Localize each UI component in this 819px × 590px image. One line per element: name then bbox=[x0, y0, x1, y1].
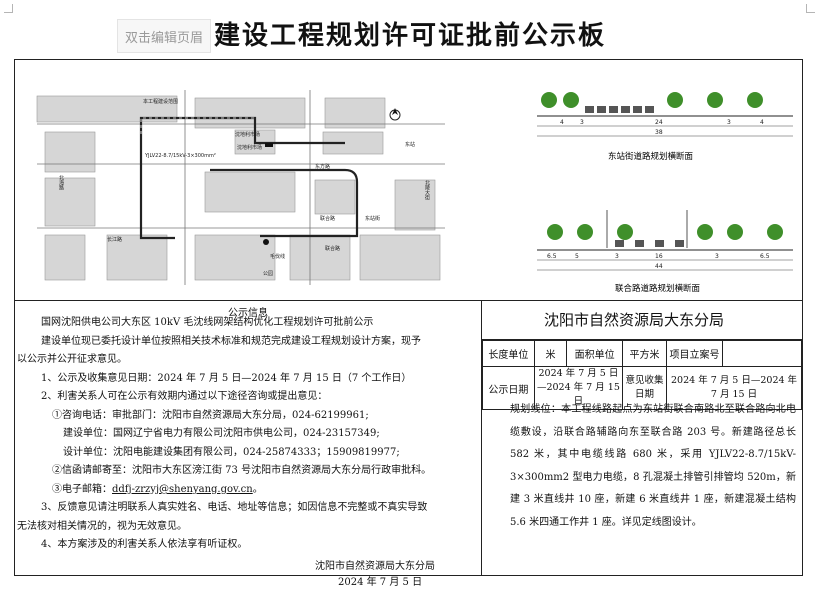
cross-section-upper: 4 3 24 3 4 38 东站街道路规划横断面 bbox=[537, 92, 793, 162]
map-label: 联合路 bbox=[320, 215, 335, 222]
notice-project: 国网沈阳供电公司大东区 10kV 毛沈线网架结构优化工程规划许可批前公示 bbox=[41, 317, 374, 328]
project-id-label: 项目立案号 bbox=[666, 340, 723, 367]
svg-text:3: 3 bbox=[580, 119, 584, 126]
section-caption-lower: 联合路道路规划横断面 bbox=[615, 283, 701, 294]
svg-text:3: 3 bbox=[715, 253, 719, 260]
area-unit-value: 平方米 bbox=[622, 340, 668, 367]
contact-designer: 设计单位：沈阳电能建设集团有限公司，024-25874333；159098199… bbox=[63, 447, 400, 458]
section-caption-upper: 东站街道路规划横断面 bbox=[608, 151, 694, 162]
project-id-value bbox=[721, 340, 803, 367]
map-label: 沈地利市场 bbox=[237, 144, 262, 151]
publish-date-value: 2024 年 7 月 5 日—2024 年 7 月 15 日 bbox=[533, 366, 624, 410]
map-label: 东站街 bbox=[365, 215, 380, 222]
map-label: YJLV22-8.7/15kV-3×300mm² bbox=[144, 153, 216, 159]
signature-date: 2024 年 7 月 5 日 bbox=[338, 577, 423, 588]
email-link[interactable]: ddfj-zrzyj@shenyang.gov.cn bbox=[112, 484, 253, 495]
svg-text:5: 5 bbox=[575, 253, 579, 260]
cable-route bbox=[139, 116, 359, 240]
svg-text:6.5: 6.5 bbox=[760, 253, 770, 260]
svg-text:4: 4 bbox=[760, 119, 764, 126]
email-label: ③电子邮箱： bbox=[52, 484, 112, 495]
notice-item-4: 4、本方案涉及的利害关系人依法享有听证权。 bbox=[41, 539, 248, 550]
notice-item-3-cont: 无法核对相关情况的，视为无效意见。 bbox=[17, 521, 187, 532]
route-map-drawing: 本工程建设范围 YJLV22-8.7/15kV-3×300mm² 沈地利市场 沈… bbox=[36, 90, 793, 294]
info-panel: 沈阳市自然资源局大东分局 长度单位 米 面积单位 平方米 项目立案号 公示日期 … bbox=[482, 300, 803, 575]
email-line: ③电子邮箱：ddfj-zrzyj@shenyang.gov.cn。 bbox=[52, 481, 263, 500]
svg-text:3: 3 bbox=[615, 253, 619, 260]
svg-text:3: 3 bbox=[727, 119, 731, 126]
map-label: 北陵大街 bbox=[424, 179, 430, 201]
svg-text:38: 38 bbox=[655, 129, 663, 136]
feedback-date-label: 意见收集日期 bbox=[622, 366, 668, 410]
map-label: 毛伐线 bbox=[270, 253, 285, 260]
svg-text:6.5: 6.5 bbox=[547, 253, 557, 260]
info-table: 长度单位 米 面积单位 平方米 项目立案号 公示日期 2024 年 7 月 5 … bbox=[482, 340, 803, 410]
email-suffix: 。 bbox=[252, 484, 263, 495]
cross-section-lower: 6.5 5 3 16 3 6.5 44 联合路道路规划横断面 bbox=[537, 210, 793, 294]
contact-builder: 建设单位：国网辽宁省电力有限公司沈阳市供电公司，024-23157349; bbox=[63, 428, 380, 439]
contact-approval: ①咨询电话：审批部门：沈阳市自然资源局大东分局，024-62199961; bbox=[52, 410, 369, 421]
notice-intro-cont: 以公示并公开征求意见。 bbox=[17, 354, 127, 365]
publish-date-label: 公示日期 bbox=[482, 366, 535, 410]
map-label: 长江路 bbox=[107, 236, 122, 243]
signature-org: 沈阳市自然资源局大东分局 bbox=[315, 561, 435, 572]
notice-item-3: 3、反馈意见请注明联系人真实姓名、电话、地址等信息；如因信息不完整或不真实导致 bbox=[41, 502, 428, 513]
length-unit-label: 长度单位 bbox=[482, 340, 535, 367]
org-title: 沈阳市自然资源局大东分局 bbox=[482, 300, 802, 340]
svg-text:16: 16 bbox=[655, 253, 663, 260]
notice-heading: 公示信息 bbox=[228, 308, 268, 319]
page-corner-mark bbox=[4, 4, 13, 13]
map-label: 本工程建设范围 bbox=[143, 98, 178, 105]
length-unit-value: 米 bbox=[533, 340, 568, 367]
svg-text:24: 24 bbox=[655, 119, 663, 126]
route-description: 规划线位：本工程线路起点为东站街联合南路北至联合路向北电缆敷设，沿联合路辅路向东… bbox=[510, 404, 796, 528]
svg-text:44: 44 bbox=[655, 263, 663, 270]
map-label: 北海路 bbox=[58, 174, 64, 191]
map-label: 东站 bbox=[405, 141, 415, 148]
area-unit-label: 面积单位 bbox=[566, 340, 624, 367]
drawing-area: 本工程建设范围 YJLV22-8.7/15kV-3×300mm² 沈地利市场 沈… bbox=[15, 60, 802, 301]
svg-text:4: 4 bbox=[560, 119, 564, 126]
mail-address: ②信函请邮寄至：沈阳市大东区滂江街 73 号沈阳市自然资源局大东分局行政审批科。 bbox=[52, 465, 432, 476]
map-vertical-labels: 北海路 北陵大街 bbox=[58, 174, 430, 201]
map-label: 东方路 bbox=[315, 163, 330, 170]
map-label: 沈地利市场 bbox=[235, 131, 260, 138]
bottom-area: 公示信息 国网沈阳供电公司大东区 10kV 毛沈线网架结构优化工程规划许可批前公… bbox=[15, 300, 803, 588]
edit-header-button[interactable]: 双击编辑页眉 bbox=[117, 19, 211, 53]
north-arrow-icon bbox=[389, 108, 401, 121]
page-title: 建设工程规划许可证批前公示板 bbox=[214, 21, 607, 51]
notice-item-2: 2、利害关系人可在公示有效期内通过以下途径咨询或提出意见： bbox=[41, 391, 328, 402]
map-label: 公园 bbox=[263, 271, 273, 277]
page-corner-mark bbox=[806, 4, 815, 13]
notice-board-frame: 本工程建设范围 YJLV22-8.7/15kV-3×300mm² 沈地利市场 沈… bbox=[14, 59, 803, 588]
notice-intro: 建设单位现已委托设计单位按照相关技术标准和规范完成建设工程规划设计方案，现予 bbox=[41, 336, 421, 347]
notice-item-1: 1、公示及收集意见日期：2024 年 7 月 5 日—2024 年 7 月 15… bbox=[41, 373, 412, 384]
map-roads bbox=[37, 90, 445, 285]
feedback-date-value: 2024 年 7 月 5 日—2024 年 7 月 15 日 bbox=[666, 366, 802, 410]
map-label: 联合路 bbox=[325, 245, 340, 252]
notice-panel: 公示信息 国网沈阳供电公司大东区 10kV 毛沈线网架结构优化工程规划许可批前公… bbox=[15, 300, 482, 588]
